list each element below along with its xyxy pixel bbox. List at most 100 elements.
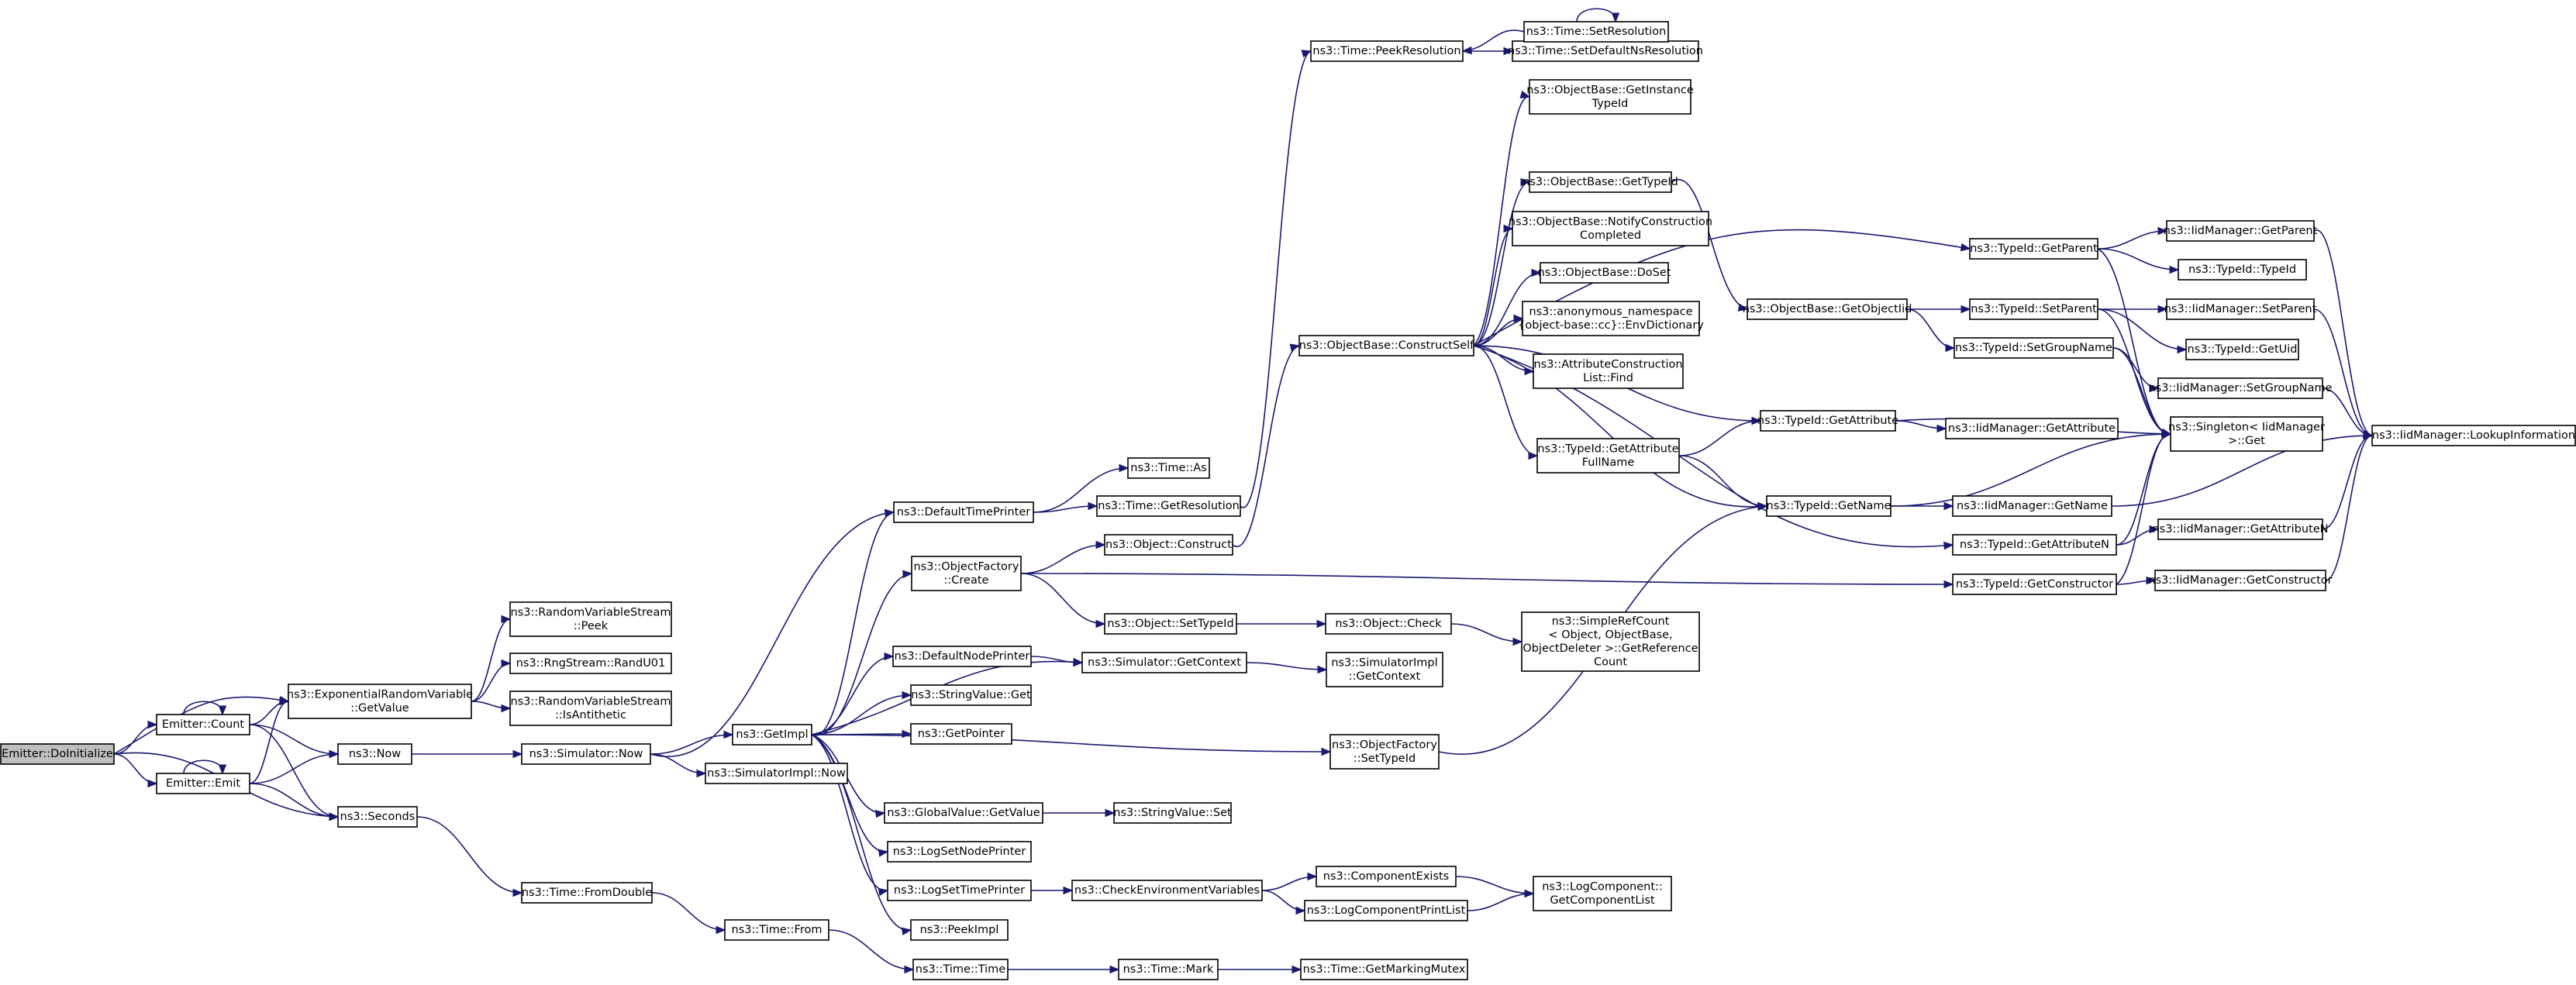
node-tidsetparent[interactable]: ns3::TypeId::SetParent xyxy=(1969,298,2098,320)
node-logcompprint[interactable]: ns3::LogComponentPrintList xyxy=(1304,900,1468,921)
node-label: ns3::IidManager::LookupInformation xyxy=(2372,429,2575,442)
node-mgrsetparent[interactable]: ns3::IidManager::SetParent xyxy=(2164,298,2317,320)
node-objconstruct[interactable]: ns3::Object::Construct xyxy=(1104,534,1233,556)
node-doset[interactable]: ns3::ObjectBase::DoSet xyxy=(1538,262,1671,284)
node-simgetctx[interactable]: ns3::Simulator::GetContext xyxy=(1081,652,1247,673)
edge-arrowhead xyxy=(218,764,227,775)
node-logsettp[interactable]: ns3::LogSetTimePrinter xyxy=(887,880,1032,901)
node-peekres[interactable]: ns3::Time::PeekResolution xyxy=(1310,40,1464,62)
node-doinit[interactable]: Emitter::DoInitialize xyxy=(0,743,115,765)
node-expget[interactable]: ns3::ExponentialRandomVariable::GetValue xyxy=(287,684,473,719)
node-box xyxy=(1952,495,2112,517)
node-isanti[interactable]: ns3::RandomVariableStream::IsAntithetic xyxy=(509,691,672,726)
node-box xyxy=(887,880,1032,901)
edge-arrowhead xyxy=(902,691,912,700)
node-tidgetuid[interactable]: ns3::TypeId::GetUid xyxy=(2185,339,2299,360)
node-box xyxy=(2157,518,2323,540)
node-objsettypeid[interactable]: ns3::Object::SetTypeId xyxy=(1104,613,1237,635)
node-tidgetattr[interactable]: ns3::TypeId::GetAttribute xyxy=(1757,410,1898,432)
node-emit[interactable]: Emitter::Emit xyxy=(156,773,250,794)
node-rvspeek[interactable]: ns3::RandomVariableStream::Peek xyxy=(509,601,672,637)
node-setres[interactable]: ns3::Time::SetResolution xyxy=(1523,21,1669,43)
node-setdefres[interactable]: ns3::Time::SetDefaultNsResolution xyxy=(1508,40,1703,62)
node-seconds[interactable]: ns3::Seconds xyxy=(337,806,418,828)
node-label: ::GetValue xyxy=(350,702,409,715)
edge-arrowhead xyxy=(878,887,889,897)
node-count[interactable]: Emitter::Count xyxy=(156,714,250,735)
node-label: ns3::ObjectBase::GetInstance xyxy=(1526,84,1694,96)
node-singletonget[interactable]: ns3::Singleton< IidManager>::Get xyxy=(2168,416,2325,452)
node-getobjtid[interactable]: ns3::ObjectBase::GetObjectIid xyxy=(1743,298,1912,320)
node-objcheck[interactable]: ns3::Object::Check xyxy=(1325,613,1452,635)
node-tidgetattrn[interactable]: ns3::TypeId::GetAttributeN xyxy=(1952,534,2117,556)
node-obgettid[interactable]: ns3::ObjectBase::GetTypeId xyxy=(1522,171,1678,193)
node-simimplnow[interactable]: ns3::SimulatorImpl::Now xyxy=(705,763,848,784)
node-lookupinfo[interactable]: ns3::IidManager::LookupInformation xyxy=(2371,425,2576,446)
edge-gafullname-to-tidgetattr xyxy=(1678,416,1762,456)
node-mgrgetname[interactable]: ns3::IidManager::GetName xyxy=(1952,495,2112,517)
node-now[interactable]: ns3::Now xyxy=(337,743,412,765)
node-timefrom[interactable]: ns3::Time::From xyxy=(724,919,829,941)
node-getpointer[interactable]: ns3::GetPointer xyxy=(910,723,1012,745)
node-mgrgetattrn[interactable]: ns3::IidManager::GetAttributeN xyxy=(2152,518,2329,540)
node-notifyconst[interactable]: ns3::ObjectBase::NotifyConstructionCompl… xyxy=(1509,211,1712,246)
node-mgrgetparent[interactable]: ns3::IidManager::GetParent xyxy=(2164,220,2318,242)
node-label: ns3::Object::SetTypeId xyxy=(1107,618,1233,630)
node-svset[interactable]: ns3::StringValue::Set xyxy=(1113,802,1232,824)
node-ofsettypeid[interactable]: ns3::ObjectFactory::SetTypeId xyxy=(1329,734,1440,770)
node-label: ns3::RandomVariableStream xyxy=(511,695,671,708)
node-tidtypeid[interactable]: ns3::TypeId::TypeId xyxy=(2178,259,2307,281)
node-box xyxy=(1952,573,2117,595)
node-label: ns3::Time::GetResolution xyxy=(1098,500,1240,512)
edge-arrowhead xyxy=(1063,886,1074,895)
node-envdict[interactable]: ns3::anonymous_namespace{object-base::cc… xyxy=(1518,301,1704,336)
node-tidgetname[interactable]: ns3::TypeId::GetName xyxy=(1766,495,1891,517)
node-getlogcomplist[interactable]: ns3::LogComponent::GetComponentList xyxy=(1533,876,1672,911)
node-tidgetctor[interactable]: ns3::TypeId::GetConstructor xyxy=(1952,573,2117,595)
node-timetime[interactable]: ns3::Time::Time xyxy=(912,959,1009,980)
node-simplerefcount[interactable]: ns3::SimpleRefCount< Object, ObjectBase,… xyxy=(1521,611,1700,672)
node-simimplctx[interactable]: ns3::SimulatorImpl::GetContext xyxy=(1326,652,1443,687)
node-compexists[interactable]: ns3::ComponentExists xyxy=(1316,866,1457,887)
node-getres[interactable]: ns3::Time::GetResolution xyxy=(1096,495,1241,517)
node-mgrsetgroup[interactable]: ns3::IidManager::SetGroupName xyxy=(2148,377,2333,399)
node-mgrgetctor[interactable]: ns3::IidManager::GetConstructor xyxy=(2148,570,2333,591)
node-defaultnp[interactable]: ns3::DefaultNodePrinter xyxy=(892,646,1032,667)
node-constructself[interactable]: ns3::ObjectBase::ConstructSelf xyxy=(1298,335,1474,356)
edge-line xyxy=(811,734,885,814)
node-ofcreate[interactable]: ns3::ObjectFactory::Create xyxy=(911,556,1022,591)
node-box xyxy=(1952,534,2117,556)
node-getimpl[interactable]: ns3::GetImpl xyxy=(732,724,812,746)
edge-fromdouble-to-timefrom xyxy=(651,892,726,935)
node-timeas[interactable]: ns3::Time::As xyxy=(1127,457,1210,479)
node-peekimpl[interactable]: ns3::PeekImpl xyxy=(910,919,1009,941)
node-logsetnp[interactable]: ns3::LogSetNodePrinter xyxy=(887,841,1032,863)
edge-line xyxy=(1455,876,1534,894)
node-svget[interactable]: ns3::StringValue::Get xyxy=(910,684,1032,706)
node-getmutex[interactable]: ns3::Time::GetMarkingMutex xyxy=(1300,959,1468,980)
node-label: ns3::Time::SetResolution xyxy=(1526,26,1667,38)
edge-arrowhead xyxy=(1088,501,1098,511)
node-mgrgetattr[interactable]: ns3::IidManager::GetAttribute xyxy=(1945,418,2119,439)
edge-arrowhead xyxy=(1317,665,1328,674)
node-tidgetparent[interactable]: ns3::TypeId::GetParent xyxy=(1969,238,2098,260)
node-randu01[interactable]: ns3::RngStream::RandU01 xyxy=(509,653,672,674)
node-simnow[interactable]: ns3::Simulator::Now xyxy=(521,743,651,765)
node-defaulttp[interactable]: ns3::DefaultTimePrinter xyxy=(893,501,1034,523)
node-box xyxy=(1529,79,1691,115)
edge-arrowhead xyxy=(501,659,512,668)
node-gvget[interactable]: ns3::GlobalValue::GetValue xyxy=(884,802,1043,824)
edge-logcompprint-to-getlogcomplist xyxy=(1467,889,1535,911)
edge-arrowhead xyxy=(1291,965,1302,974)
node-box xyxy=(1945,418,2119,439)
edge-arrowhead xyxy=(2149,384,2160,393)
node-timemark[interactable]: ns3::Time::Mark xyxy=(1118,959,1219,980)
node-tidsetgroup[interactable]: ns3::TypeId::SetGroupName xyxy=(1954,337,2114,359)
node-fromdouble[interactable]: ns3::Time::FromDouble xyxy=(521,882,653,904)
edge-arrowhead xyxy=(329,812,340,821)
node-box xyxy=(2166,220,2315,242)
node-checkenv[interactable]: ns3::CheckEnvironmentVariables xyxy=(1071,880,1263,901)
